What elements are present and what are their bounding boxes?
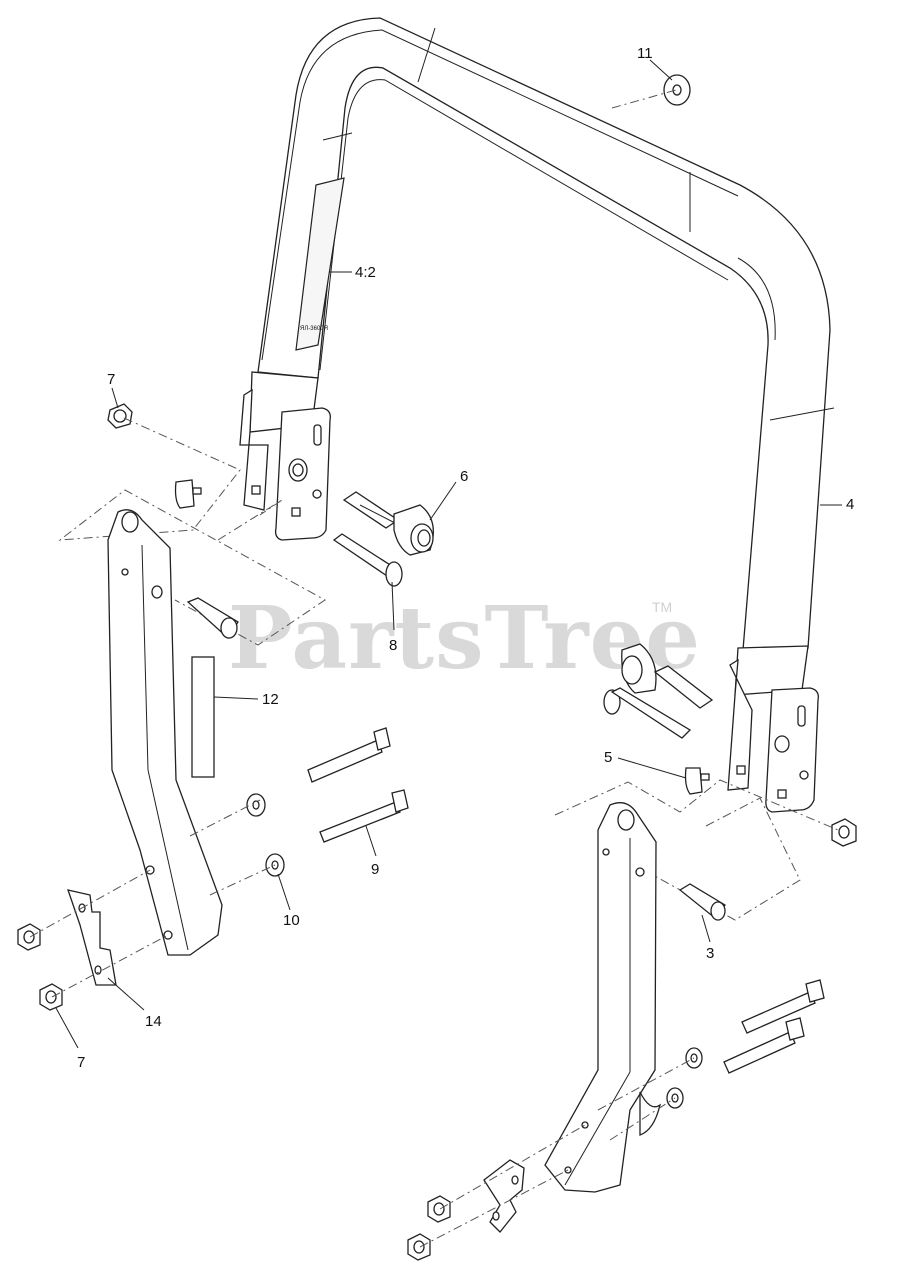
backing-plate-left — [67, 889, 117, 986]
decal-12 — [191, 656, 215, 778]
washers-right — [666, 1047, 703, 1109]
flange-nut-top — [107, 403, 133, 429]
callout-4-2: 4:2 — [355, 264, 376, 281]
bushing-left — [186, 597, 239, 640]
knob-left — [174, 479, 202, 509]
callout-9: 9 — [371, 861, 379, 878]
watermark-text: PartsTree — [228, 588, 701, 689]
assembly-line-right-1 — [554, 779, 839, 921]
assembly-line-washer-11 — [611, 89, 677, 109]
pin-assembly-left — [342, 491, 434, 556]
assembly-line-right-2 — [419, 1057, 695, 1248]
bolts-right — [723, 979, 825, 1074]
right-lower-support — [544, 802, 662, 1193]
callout-11: 11 — [637, 45, 653, 62]
callout-6: 6 — [460, 468, 468, 485]
callout-10: 10 — [283, 912, 300, 929]
washer-11 — [663, 74, 691, 106]
flange-nuts-right — [407, 1195, 451, 1261]
callout-5: 5 — [604, 749, 612, 766]
left-lower-support — [107, 509, 223, 956]
flange-nut-right — [831, 818, 857, 847]
pin-assembly-right — [621, 643, 714, 709]
callout-8: 8 — [389, 637, 397, 654]
callout-12: 12 — [262, 691, 279, 708]
callout-3: 3 — [706, 945, 714, 962]
assembly-line-left-1 — [58, 417, 326, 646]
callout-7-bottom: 7 — [77, 1054, 85, 1071]
assembly-line-left-3 — [29, 799, 276, 998]
callout-14: 14 — [145, 1013, 162, 1030]
callout-7-top: 7 — [107, 371, 115, 388]
assembly-line-left-2 — [217, 499, 283, 541]
bolts-left — [307, 727, 409, 843]
callout-4: 4 — [846, 496, 854, 513]
trademark-symbol: TM — [652, 599, 672, 615]
bushing-right — [678, 883, 726, 921]
decal-strip: ЯЛ-3600Я — [295, 177, 345, 351]
washers-left — [246, 793, 285, 877]
decal-text: ЯЛ-3600Я — [300, 326, 328, 332]
upper-rollbar-hoop — [257, 17, 835, 651]
flange-nuts-left — [17, 923, 63, 1011]
knob-right — [684, 767, 710, 795]
clevis-pin-left — [332, 533, 403, 587]
backing-plate-right — [483, 1159, 525, 1233]
leader-lines — [55, 59, 842, 1049]
left-upper-foot — [239, 371, 331, 541]
clevis-pin-right — [603, 687, 692, 739]
right-upper-foot — [727, 645, 819, 813]
